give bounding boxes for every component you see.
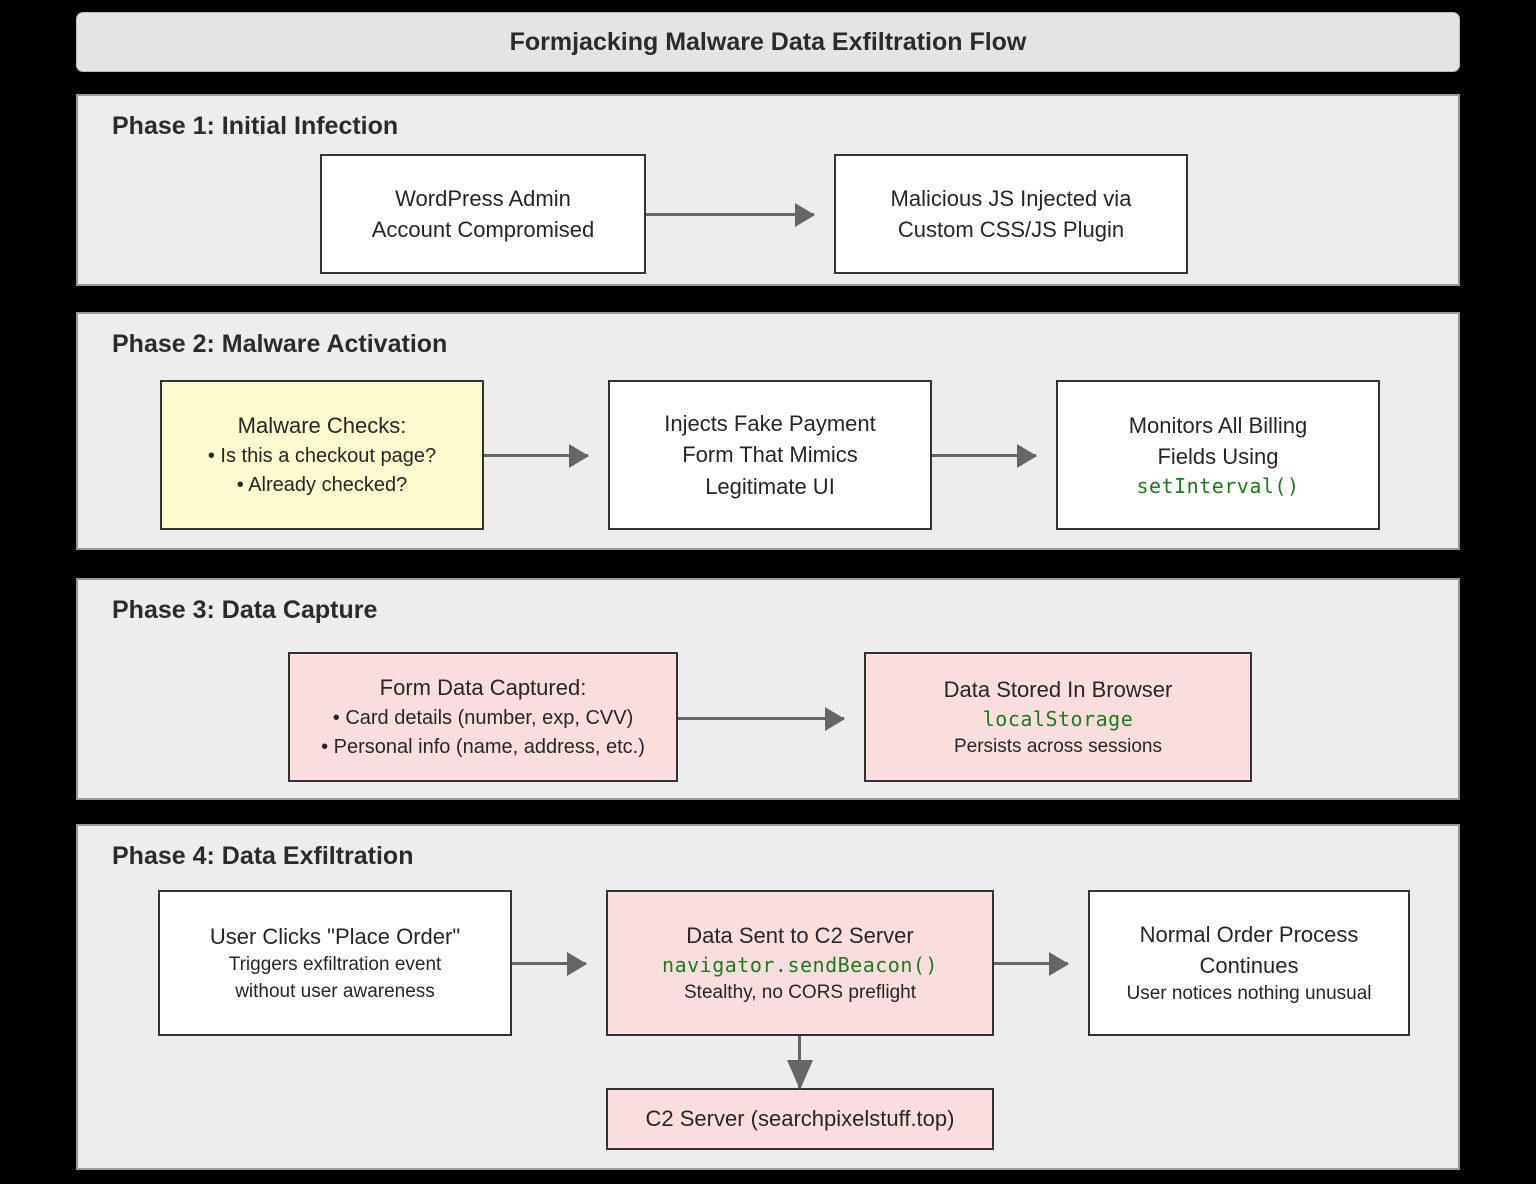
node-bullet: • Is this a checkout page? — [207, 444, 437, 467]
node-line: Fields Using — [1157, 443, 1279, 469]
phase-container-2: Phase 2: Malware Activation Malware Chec… — [76, 312, 1460, 550]
phase-container-1: Phase 1: Initial Infection WordPress Adm… — [76, 94, 1460, 286]
node-bullet: • Personal info (name, address, etc.) — [321, 735, 645, 758]
node-data-stored-in-browser[interactable]: Data Stored In Browser localStorage Pers… — [864, 652, 1252, 782]
arrow-wordpress-to-js — [646, 213, 814, 216]
node-line: Malware Checks: — [237, 413, 407, 439]
node-line: User notices nothing unusual — [1126, 983, 1372, 1005]
arrow-captured-to-stored — [678, 717, 844, 720]
node-line: Form That Mimics — [682, 442, 858, 468]
node-line: Triggers exfiltration event — [228, 954, 442, 976]
arrow-checks-to-injects — [484, 454, 588, 457]
node-line: WordPress Admin — [395, 185, 571, 211]
phase-container-3: Phase 3: Data Capture Form Data Captured… — [76, 578, 1460, 800]
diagram-title: Formjacking Malware Data Exfiltration Fl… — [76, 12, 1460, 72]
node-line: Monitors All Billing — [1128, 412, 1308, 438]
node-line: Data Stored In Browser — [943, 677, 1173, 703]
arrow-c2send-to-c2server — [798, 1036, 801, 1088]
node-line: Account Compromised — [371, 217, 595, 242]
node-form-data-captured[interactable]: Form Data Captured: • Card details (numb… — [288, 652, 678, 782]
node-code-sendbeacon: navigator.sendBeacon() — [662, 953, 938, 978]
node-line: Malicious JS Injected via — [890, 185, 1132, 211]
node-line: Persists across sessions — [953, 735, 1162, 757]
node-user-clicks-place-order[interactable]: User Clicks "Place Order" Triggers exfil… — [158, 890, 512, 1036]
node-line: Legitimate UI — [705, 473, 835, 499]
node-wordpress-admin-compromised[interactable]: WordPress Admin Account Compromised — [320, 154, 646, 274]
node-line: Custom CSS/JS Plugin — [897, 217, 1125, 242]
node-monitors-billing-fields[interactable]: Monitors All Billing Fields Using setInt… — [1056, 380, 1380, 530]
node-line: C2 Server (searchpixelstuff.top) — [645, 1106, 955, 1132]
node-c2-server-domain[interactable]: C2 Server (searchpixelstuff.top) — [606, 1088, 994, 1150]
node-line: Stealthy, no CORS preflight — [684, 981, 916, 1003]
node-code-localstorage: localStorage — [982, 707, 1134, 732]
phase-title-4: Phase 4: Data Exfiltration — [112, 842, 414, 870]
node-code-setinterval: setInterval() — [1136, 474, 1300, 499]
node-line: Data Sent to C2 Server — [686, 923, 914, 949]
node-bullet: • Card details (number, exp, CVV) — [332, 706, 634, 729]
node-line: Continues — [1199, 952, 1299, 978]
node-line: Injects Fake Payment — [664, 411, 876, 437]
node-malicious-js-injected[interactable]: Malicious JS Injected via Custom CSS/JS … — [834, 154, 1188, 274]
phase-title-1: Phase 1: Initial Infection — [112, 112, 399, 140]
node-line: Normal Order Process — [1139, 921, 1359, 947]
node-data-sent-to-c2-server[interactable]: Data Sent to C2 Server navigator.sendBea… — [606, 890, 994, 1036]
node-malware-checks[interactable]: Malware Checks: • Is this a checkout pag… — [160, 380, 484, 530]
phase-title-3: Phase 3: Data Capture — [112, 596, 378, 624]
node-injects-fake-payment-form[interactable]: Injects Fake Payment Form That Mimics Le… — [608, 380, 932, 530]
arrow-injects-to-monitors — [932, 454, 1036, 457]
arrow-click-to-c2send — [512, 962, 586, 965]
arrow-c2send-to-normal — [994, 962, 1068, 965]
phase-title-2: Phase 2: Malware Activation — [112, 330, 448, 358]
phase-container-4: Phase 4: Data Exfiltration User Clicks "… — [76, 824, 1460, 1170]
node-normal-order-process[interactable]: Normal Order Process Continues User noti… — [1088, 890, 1410, 1036]
node-line: User Clicks "Place Order" — [209, 924, 461, 950]
node-bullet: • Already checked? — [236, 473, 408, 496]
node-line: without user awareness — [235, 980, 435, 1002]
node-line: Form Data Captured: — [379, 675, 587, 701]
